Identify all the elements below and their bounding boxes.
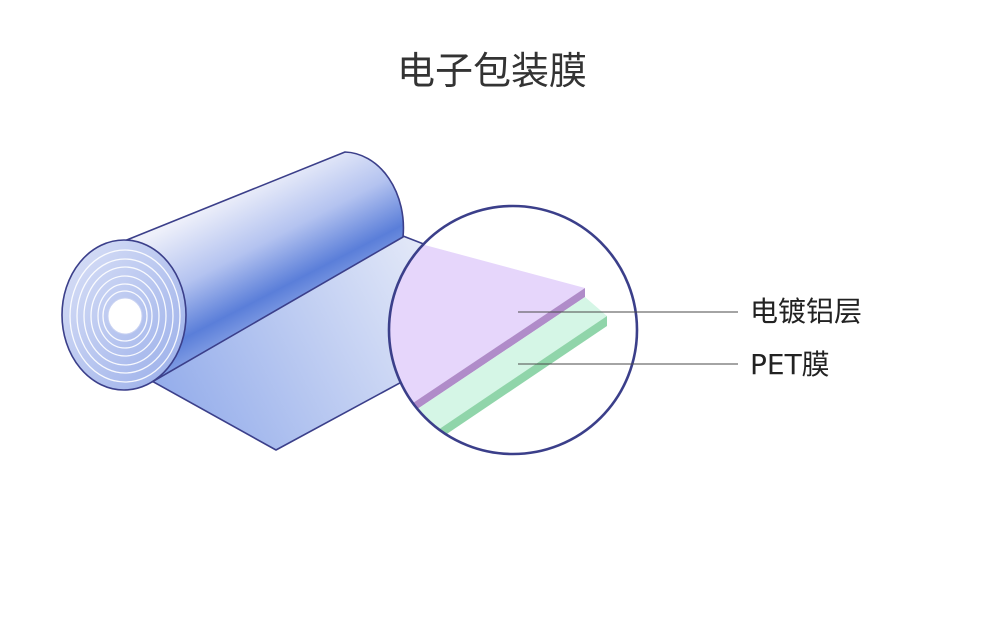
page-title: 电子包装膜: [397, 49, 587, 93]
aluminum-layer-edge: [389, 288, 585, 434]
label-pet-film: PET膜: [750, 348, 830, 381]
magnifier-outline: [387, 204, 639, 456]
magnifier: [387, 204, 639, 456]
pet-layer-top: [389, 297, 607, 454]
roll-core-hole: [107, 297, 143, 335]
label-aluminum-layer: 电镀铝层: [750, 295, 862, 328]
film-roll: [61, 151, 471, 451]
roll-end-cap: [61, 239, 187, 391]
aluminum-layer-top: [389, 233, 585, 425]
